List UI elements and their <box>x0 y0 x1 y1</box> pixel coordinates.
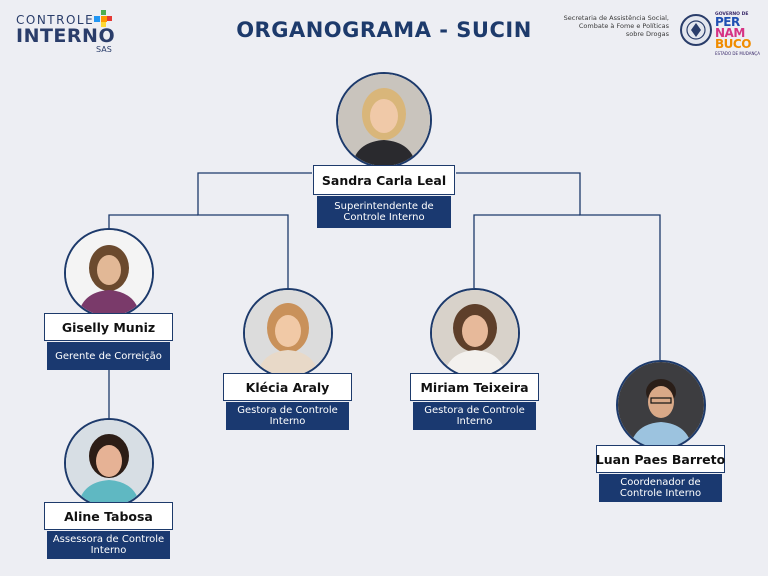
name-miriam: Miriam Teixeira <box>410 373 539 401</box>
secretaria-text: Secretaria de Assistência Social, Combat… <box>563 14 669 38</box>
role-luan: Coordenador de Controle Interno <box>599 474 722 502</box>
name-aline: Aline Tabosa <box>44 502 173 530</box>
photo-miriam <box>430 288 520 378</box>
name-sandra: Sandra Carla Leal <box>313 165 455 195</box>
person-photo-icon <box>338 74 430 166</box>
person-photo-icon <box>66 230 152 316</box>
person-photo-icon <box>432 290 518 376</box>
logo-line-1: CONTROLE <box>16 13 95 27</box>
connector-giselly <box>108 214 198 228</box>
name-luan: Luan Paes Barreto <box>596 445 725 473</box>
name-klecia: Klécia Araly <box>223 373 352 401</box>
person-photo-icon <box>245 290 331 376</box>
controle-interno-logo: CONTROLE INTERNO SAS <box>14 6 124 54</box>
pernambuco-logo: GOVERNO DE PER NAM BUCO ESTADO DE MUDANÇ… <box>715 12 767 56</box>
government-logo: Secretaria de Assistência Social, Combat… <box>564 8 767 56</box>
connector-miriam <box>473 214 580 288</box>
role-klecia: Gestora de Controle Interno <box>226 402 349 430</box>
role-sandra: Superintendente de Controle Interno <box>317 196 451 228</box>
photo-aline <box>64 418 154 508</box>
page-title: ORGANOGRAMA - SUCIN <box>236 18 532 42</box>
person-photo-icon <box>66 420 152 506</box>
gov-line-3: BUCO <box>715 37 751 51</box>
gov-bottom-text: ESTADO DE MUDANÇA <box>715 51 760 56</box>
photo-klecia <box>243 288 333 378</box>
person-photo-icon <box>618 362 704 448</box>
logo-mark-icon <box>94 10 112 27</box>
state-seal-icon <box>680 14 712 46</box>
logo-line-2: INTERNO <box>16 25 116 47</box>
logo-line-3: SAS <box>96 45 112 54</box>
photo-sandra <box>336 72 432 168</box>
photo-luan <box>616 360 706 450</box>
photo-giselly <box>64 228 154 318</box>
role-aline: Assessora de Controle Interno <box>47 531 170 559</box>
gov-line-1: PER <box>715 15 740 29</box>
gov-line-2: NAM <box>715 26 745 40</box>
role-giselly: Gerente de Correição <box>47 342 170 370</box>
gov-top-text: GOVERNO DE <box>715 12 749 17</box>
name-giselly: Giselly Muniz <box>44 313 173 341</box>
role-miriam: Gestora de Controle Interno <box>413 402 536 430</box>
connector-left-branch <box>197 172 312 288</box>
